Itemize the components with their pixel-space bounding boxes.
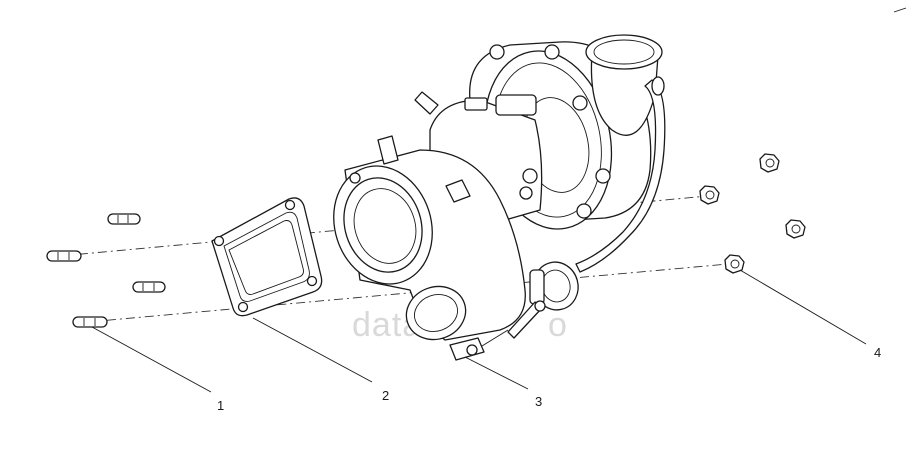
leader-lines [91, 269, 867, 393]
callout-1: 1 [217, 398, 224, 413]
turbocharger-assembly [333, 34, 666, 361]
flange-nuts [699, 153, 806, 274]
callout-labels: 1 2 3 4 [217, 345, 881, 413]
flange-gasket [211, 197, 323, 317]
callout-3: 3 [535, 394, 542, 409]
watermark-text-tail: o [548, 306, 568, 344]
callout-2: 2 [382, 388, 389, 403]
callout-4: 4 [874, 345, 881, 360]
corner-mark [893, 7, 907, 13]
stud-bolts [46, 213, 166, 328]
